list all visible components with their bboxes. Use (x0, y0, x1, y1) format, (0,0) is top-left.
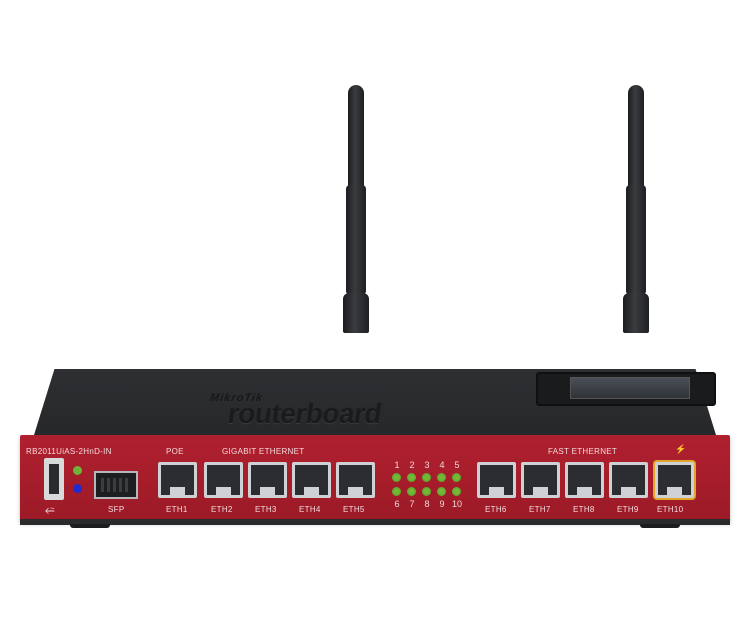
eth7-label: ETH7 (529, 505, 551, 514)
led-number-8: 8 (424, 499, 430, 509)
antenna-right-mid (626, 185, 646, 295)
eth1-port[interactable] (158, 462, 197, 498)
antenna-right-base (623, 293, 649, 333)
led-5 (452, 473, 461, 482)
reset-button[interactable] (73, 484, 82, 493)
usb-icon: ⭉ (45, 503, 55, 517)
eth4-label: ETH4 (299, 505, 321, 514)
eth10-port[interactable] (655, 462, 694, 498)
eth7-port[interactable] (521, 462, 560, 498)
led-6 (392, 487, 401, 496)
lcd-display[interactable] (536, 372, 716, 406)
antenna-left-tip (348, 85, 364, 190)
eth10-label: ETH10 (657, 505, 684, 514)
sfp-label: SFP (108, 505, 125, 514)
led-3 (422, 473, 431, 482)
antenna-left-mid (346, 185, 366, 295)
led-1 (392, 473, 401, 482)
eth5-port[interactable] (336, 462, 375, 498)
status-led-green (73, 466, 82, 475)
led-2 (407, 473, 416, 482)
led-number-9: 9 (439, 499, 445, 509)
led-number-6: 6 (394, 499, 400, 509)
eth2-port[interactable] (204, 462, 243, 498)
led-number-1: 1 (394, 460, 400, 470)
eth8-label: ETH8 (573, 505, 595, 514)
sfp-port[interactable] (94, 471, 138, 499)
led-number-7: 7 (409, 499, 415, 509)
poe-out-icon: ⚡ (675, 444, 687, 454)
fast-ethernet-label: FAST ETHERNET (548, 447, 618, 456)
led-number-5: 5 (454, 460, 460, 470)
gigabit-ethernet-label: GIGABIT ETHERNET (222, 447, 305, 456)
led-10 (452, 487, 461, 496)
eth3-label: ETH3 (255, 505, 277, 514)
antenna-right-tip (628, 85, 644, 190)
antenna-left-base (343, 293, 369, 333)
led-4 (437, 473, 446, 482)
brand-routerboard-logo: routerboard (225, 398, 384, 429)
led-8 (422, 487, 431, 496)
model-label: RB2011UiAS-2HnD-IN (26, 447, 112, 456)
eth2-label: ETH2 (211, 505, 233, 514)
eth3-port[interactable] (248, 462, 287, 498)
eth9-label: ETH9 (617, 505, 639, 514)
bottom-lip (20, 519, 730, 525)
foot-right (640, 524, 680, 528)
led-number-2: 2 (409, 460, 415, 470)
eth6-label: ETH6 (485, 505, 507, 514)
eth8-port[interactable] (565, 462, 604, 498)
foot-left (70, 524, 110, 528)
eth6-port[interactable] (477, 462, 516, 498)
eth5-label: ETH5 (343, 505, 365, 514)
lcd-screen (570, 377, 690, 399)
led-number-3: 3 (424, 460, 430, 470)
led-9 (437, 487, 446, 496)
eth4-port[interactable] (292, 462, 331, 498)
led-number-10: 10 (451, 499, 462, 509)
led-number-4: 4 (439, 460, 445, 470)
eth9-port[interactable] (609, 462, 648, 498)
eth1-label: ETH1 (166, 505, 188, 514)
poe-label: POE (166, 447, 184, 456)
usb-port[interactable] (44, 458, 64, 500)
led-7 (407, 487, 416, 496)
